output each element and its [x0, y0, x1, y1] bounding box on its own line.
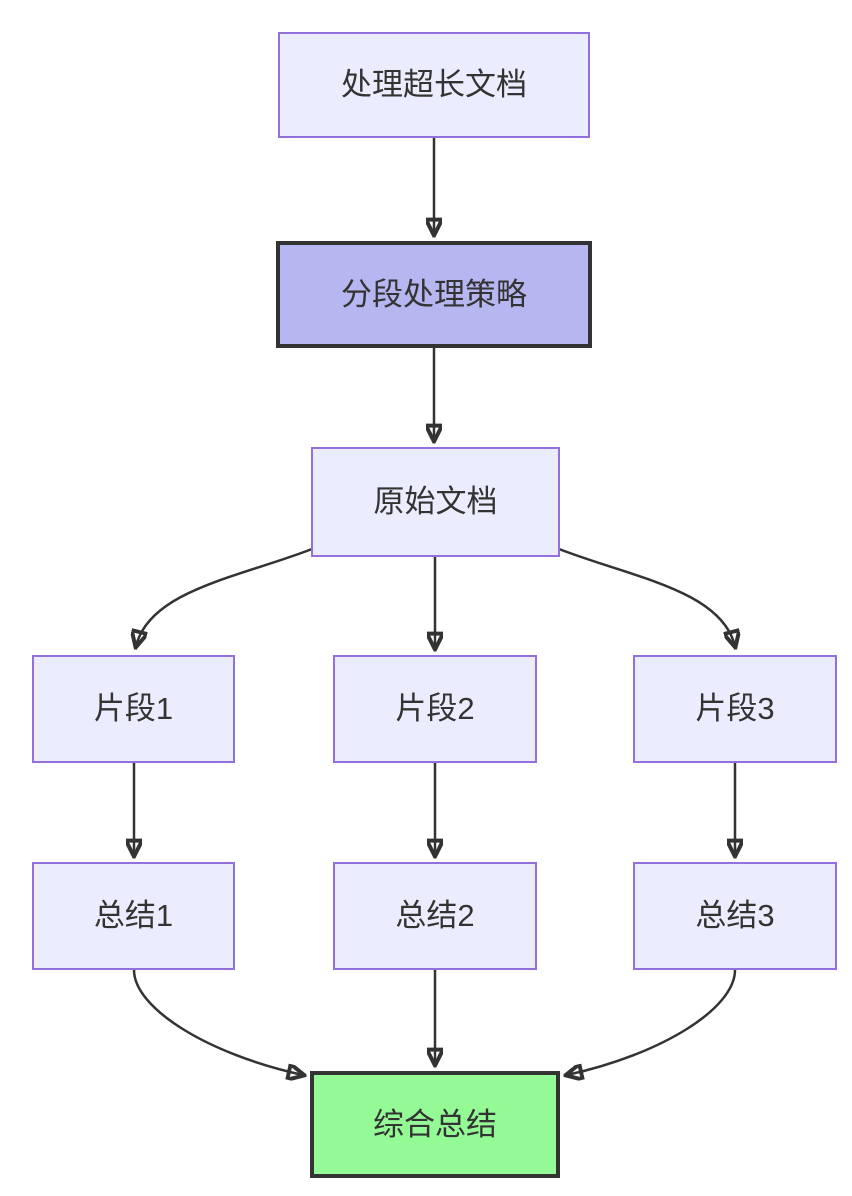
node-fragment-1: 片段1: [32, 655, 235, 763]
node-handle-long-document: 处理超长文档: [278, 32, 590, 138]
node-final-summary: 综合总结: [310, 1071, 560, 1178]
edge-original-to-fragment3: [558, 547, 735, 646]
node-fragment-3: 片段3: [633, 655, 837, 763]
edge-summary1-to-final: [132, 969, 303, 1075]
node-segmentation-strategy: 分段处理策略: [276, 241, 592, 348]
node-original-document: 原始文档: [311, 447, 560, 557]
edge-summary3-to-final: [567, 969, 737, 1075]
node-summary-1: 总结1: [32, 862, 235, 970]
edge-original-to-fragment1: [136, 547, 313, 646]
node-summary-3: 总结3: [633, 862, 837, 970]
node-fragment-2: 片段2: [333, 655, 537, 763]
node-summary-2: 总结2: [333, 862, 537, 970]
